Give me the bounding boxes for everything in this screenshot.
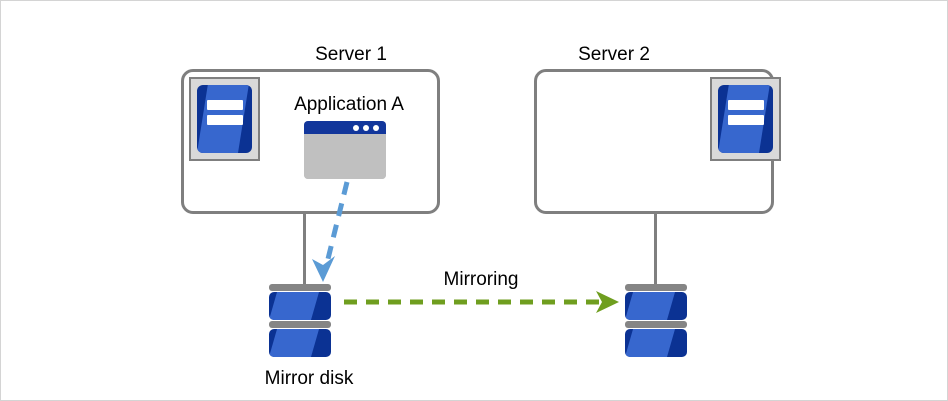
disk-slab-upper: [269, 292, 331, 320]
app-window-dot-3: [373, 125, 379, 131]
disk-cap-middle: [625, 321, 687, 328]
disk-cap-top: [625, 284, 687, 291]
server-1-title: Server 1: [315, 44, 387, 65]
server-slot-bar-1: [727, 99, 765, 110]
server-tower-glyph: [197, 85, 252, 153]
server-2-title: Server 2: [578, 44, 650, 65]
mirror-disk-label: Mirror disk: [264, 368, 354, 389]
mirroring-label: Mirroring: [443, 269, 519, 290]
application-write-arrow-head: [312, 256, 335, 282]
server-slot-bar-2: [206, 114, 244, 125]
application-a-label: Application A: [294, 94, 404, 115]
mirroring-sync-arrow-head: [596, 291, 619, 313]
server-1-machine-icon: [189, 77, 260, 161]
disk-slab-upper: [625, 292, 687, 320]
mirror-disk-server-1: [269, 284, 331, 357]
server-slot-bar-1: [206, 99, 244, 110]
app-window-dot-2: [363, 125, 369, 131]
server-tower-glyph: [718, 85, 773, 153]
server-1-disk-connector: [303, 213, 306, 286]
app-window-dot-1: [353, 125, 359, 131]
app-window-body: [304, 134, 386, 179]
server-2-machine-icon: [710, 77, 781, 161]
disk-cap-middle: [269, 321, 331, 328]
app-window-titlebar: [304, 121, 386, 134]
disk-cap-top: [269, 284, 331, 291]
server-slot-bar-2: [727, 114, 765, 125]
disk-slab-lower: [269, 329, 331, 357]
server-2-disk-connector: [654, 213, 657, 286]
disk-slab-lower: [625, 329, 687, 357]
mirror-disk-server-2: [625, 284, 687, 357]
application-window-icon: [304, 121, 386, 179]
